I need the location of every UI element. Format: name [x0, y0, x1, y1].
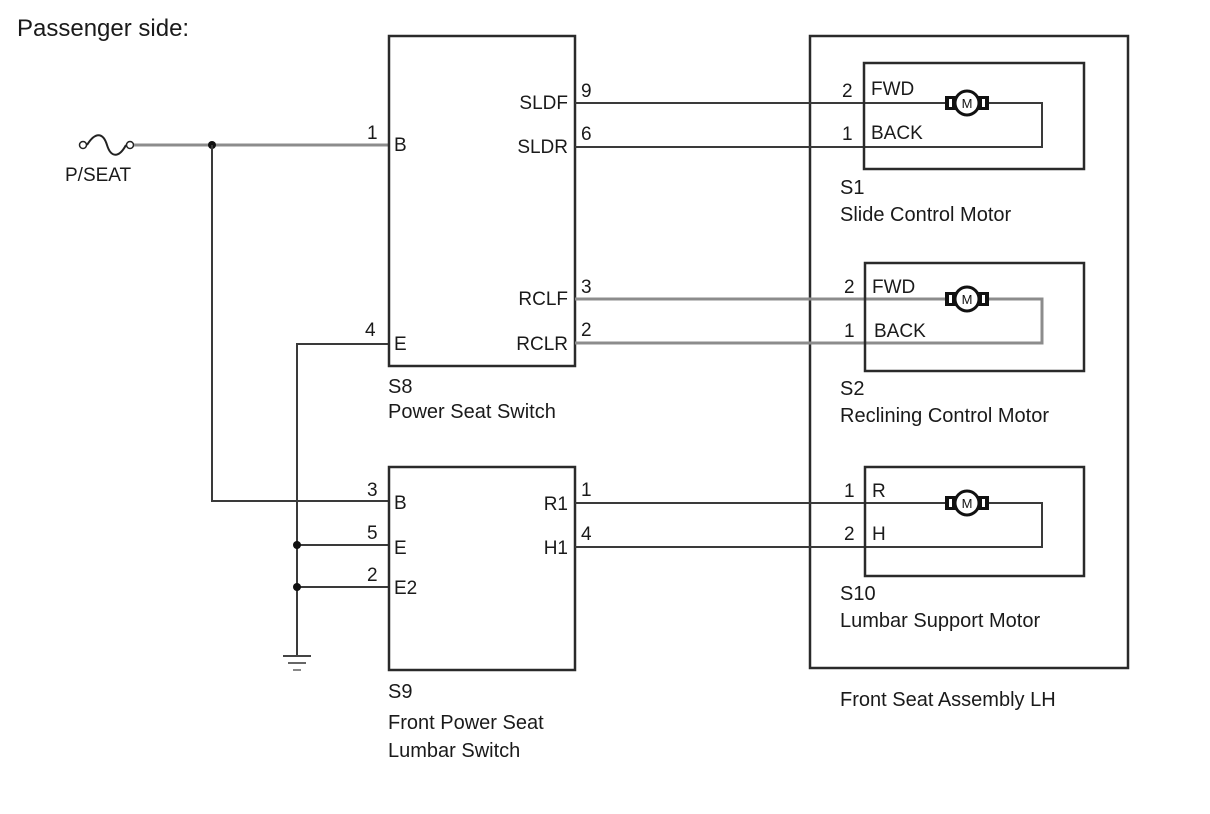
s8-signal-label: RCLR [516, 334, 568, 355]
s9-pin-number: 2 [367, 565, 378, 586]
svg-text:M: M [962, 96, 973, 111]
s8-pin-number: 4 [365, 320, 376, 341]
s9-pin-number: 4 [581, 524, 592, 545]
s1-slide-motor-box [862, 61, 1086, 171]
s2-code: S2 [840, 378, 864, 400]
ground-icon [283, 655, 311, 671]
s8-pin-number: 3 [581, 277, 592, 298]
s9-pin-number: 5 [367, 523, 378, 544]
s10-code: S10 [840, 583, 876, 605]
junction-dot [293, 583, 301, 591]
s2-reclining-motor-box [863, 261, 1086, 373]
s1-signal-label: FWD [871, 79, 914, 100]
s9-signal-label: E [394, 538, 407, 559]
s1-pin-number: 1 [842, 124, 853, 145]
s8-signal-label: SLDF [519, 93, 568, 114]
s2-pin-number: 1 [844, 321, 855, 342]
diagram-title: Passenger side: [17, 15, 189, 42]
s8-code: S8 [388, 376, 412, 398]
s9-name-line1: Front Power Seat [388, 712, 544, 734]
fuse-label: P/SEAT [65, 165, 132, 186]
s9-pin-number: 3 [367, 480, 378, 501]
s8-pin-number: 6 [581, 124, 592, 145]
s10-pin-number: 2 [844, 524, 855, 545]
s9-signal-label: H1 [544, 538, 568, 559]
junction-dot [293, 541, 301, 549]
s10-signal-label: R [872, 481, 886, 502]
wire-ground-bus [296, 343, 389, 655]
s10-lumbar-motor-box [863, 465, 1086, 578]
s8-pin-number: 1 [367, 123, 378, 144]
motor-icon: M [945, 89, 989, 117]
wire-fuse-to-s9-b [211, 145, 389, 502]
wire-sldr-to-s1-back [575, 102, 1043, 148]
s1-pin-number: 2 [842, 81, 853, 102]
s8-signal-label: RCLF [518, 289, 568, 310]
s9-code: S9 [388, 681, 412, 703]
s1-name: Slide Control Motor [840, 204, 1012, 226]
assembly-name: Front Seat Assembly LH [840, 689, 1056, 711]
s9-lumbar-switch-box [387, 465, 577, 672]
wire-rclr-to-s2-back [575, 297, 1044, 345]
wire-h1-to-s10-h [575, 502, 1043, 548]
front-seat-assembly-box [808, 34, 1130, 670]
s2-signal-label: FWD [872, 277, 915, 298]
s8-signal-label: B [394, 135, 407, 156]
s8-pin-number: 9 [581, 81, 592, 102]
s10-pin-number: 1 [844, 481, 855, 502]
s8-pin-number: 2 [581, 320, 592, 341]
s9-pin-number: 1 [581, 480, 592, 501]
s1-signal-label: BACK [871, 123, 923, 144]
svg-text:M: M [962, 292, 973, 307]
s8-name: Power Seat Switch [388, 401, 556, 423]
motor-icon: M [945, 489, 989, 517]
s8-signal-label: SLDR [517, 137, 568, 158]
s9-signal-label: B [394, 493, 407, 514]
svg-text:M: M [962, 496, 973, 511]
s10-signal-label: H [872, 524, 886, 545]
s8-signal-label: E [394, 334, 407, 355]
s8-power-seat-switch-box [387, 34, 577, 368]
s10-name: Lumbar Support Motor [840, 610, 1040, 632]
s2-name: Reclining Control Motor [840, 405, 1049, 427]
s9-signal-label: R1 [544, 494, 568, 515]
motor-icon: M [945, 285, 989, 313]
s9-name-line2: Lumbar Switch [388, 740, 520, 762]
s1-code: S1 [840, 177, 864, 199]
s2-pin-number: 2 [844, 277, 855, 298]
s9-signal-label: E2 [394, 578, 417, 599]
s2-signal-label: BACK [874, 321, 926, 342]
fuse-icon [78, 134, 135, 156]
